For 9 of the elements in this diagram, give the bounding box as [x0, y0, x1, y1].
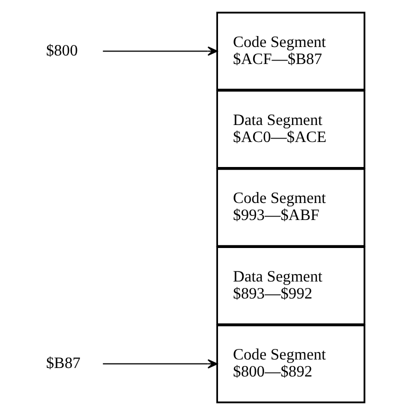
node-text: $800 — [46, 42, 78, 60]
node-box: Data Segment $893—$992 — [216, 246, 365, 326]
node-text: $B87 — [46, 355, 80, 372]
node-box: Data Segment $AC0—$ACE — [216, 90, 365, 169]
node-box: Code Segment $ACF—$B87 — [216, 12, 365, 90]
arrow — [102, 46, 218, 56]
arrow — [102, 359, 218, 369]
node-box: Code Segment $993—$ABF — [216, 168, 365, 247]
node-box: Code Segment $800—$892 — [216, 324, 365, 404]
